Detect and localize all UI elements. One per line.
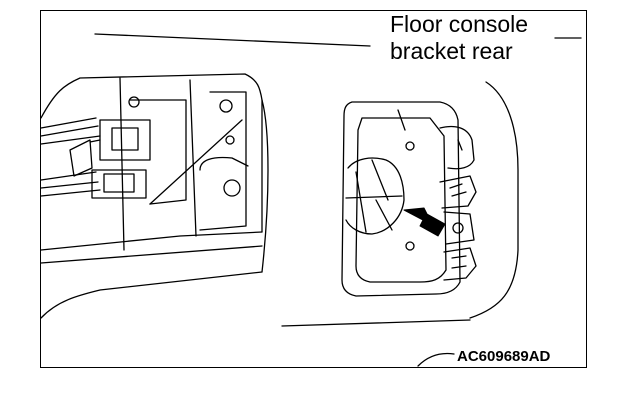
arrow-icon <box>403 207 446 237</box>
figure-code: AC609689AD <box>457 348 551 365</box>
leader-line-bottom <box>417 352 455 367</box>
bolt-hole <box>225 135 235 145</box>
part-label-line-2: bracket rear <box>390 38 513 64</box>
console-edge-bottom <box>281 319 471 327</box>
bolt-hole <box>128 96 140 108</box>
bolt-hole <box>405 241 415 251</box>
part-label-floor-console-bracket-rear: Floor console bracket rear <box>390 11 528 65</box>
diagram-frame <box>40 10 587 368</box>
clip-opening <box>345 157 405 235</box>
bolt-hole <box>223 179 241 197</box>
part-label-line-1: Floor console <box>390 11 529 37</box>
bracket-side-tabs <box>439 125 477 281</box>
connector-upper <box>89 119 151 161</box>
left-body-panel <box>40 73 269 319</box>
connector-lower <box>91 169 147 199</box>
bolt-hole <box>405 141 415 151</box>
wiring-harness <box>40 117 101 197</box>
bolt-hole <box>219 99 233 113</box>
console-outline-right <box>469 81 519 319</box>
bolt-hole <box>452 222 464 234</box>
floor-console-bracket-rear <box>341 101 461 297</box>
console-edge-top <box>94 33 371 47</box>
